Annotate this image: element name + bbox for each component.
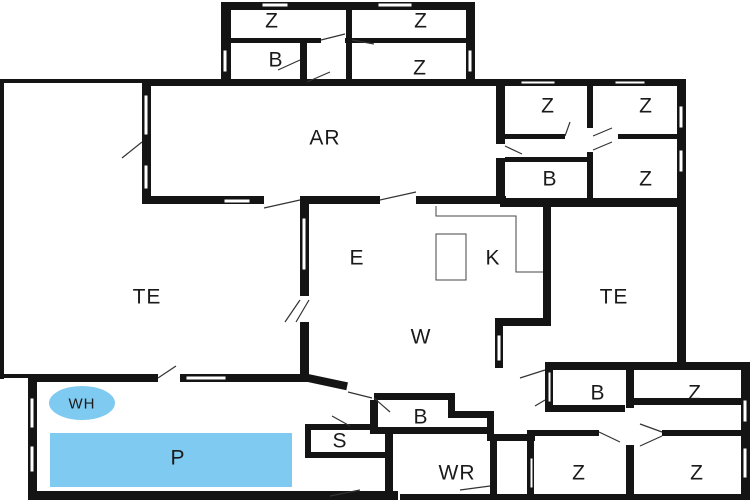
water-heater [49,386,115,420]
room-label-b-center: B [413,406,428,429]
room-label-z-ne-bottom: Z [639,168,653,191]
kitchen-counter [435,206,543,281]
pool [50,433,292,487]
room-label-z-top-left: Z [265,10,279,33]
room-label-b-se: B [590,382,605,405]
room-label-z-se-left: Z [572,462,586,485]
room-label-z-se-top: Z [688,382,702,405]
windows [29,2,748,489]
room-label-te-right: TE [600,286,629,309]
room-label-z-se-right: Z [690,462,704,485]
room-label-z-ne-right: Z [639,95,653,118]
room-label-k: K [485,247,500,270]
room-label-b-top: B [268,49,283,72]
room-label-wr: WR [439,462,476,485]
room-label-e: E [349,247,364,270]
room-labels: Z Z B Z AR Z Z B Z TE E K TE W WH P B S … [69,10,704,485]
room-label-w: W [411,326,432,349]
room-label-z-top-mid: Z [413,57,427,80]
doors [121,33,663,497]
room-label-s: S [332,430,347,453]
room-label-ar: AR [309,127,340,150]
room-label-wh: WH [69,396,96,413]
room-label-z-ne-left: Z [541,95,555,118]
left-terrace-outline [0,79,148,379]
room-label-p: P [170,447,185,470]
room-label-te-left: TE [133,286,162,309]
room-label-b-ne: B [542,168,557,191]
room-label-z-top-right: Z [414,10,428,33]
